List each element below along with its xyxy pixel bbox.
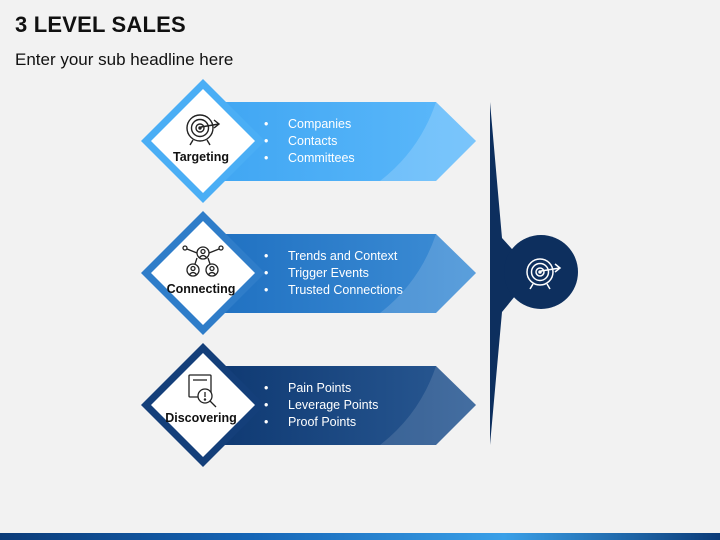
level-label-connecting: Connecting (166, 282, 236, 296)
footer-accent-bar (0, 533, 720, 540)
bullet-list-connecting: Trends and Context Trigger Events Truste… (264, 248, 403, 299)
hub-circle (504, 235, 578, 309)
level-label-targeting: Targeting (172, 150, 230, 164)
bullet-list-discovering: Pain Points Leverage Points Proof Points (264, 380, 378, 431)
slide-title: 3 LEVEL SALES (15, 12, 186, 37)
bullet-item: Trigger Events (264, 265, 403, 282)
bullet-list-targeting: Companies Contacts Committees (264, 116, 355, 167)
bullet-item: Committees (264, 150, 355, 167)
level-diamond-discovering (141, 343, 265, 467)
bullet-item: Trusted Connections (264, 282, 403, 299)
network-people-icon (182, 245, 224, 277)
bullet-item: Leverage Points (264, 397, 378, 414)
slide-subtitle: Enter your sub headline here (15, 50, 234, 69)
bullet-item: Companies (264, 116, 355, 133)
target-icon (186, 114, 221, 146)
hub-target-icon (526, 258, 562, 290)
bullet-item: Proof Points (264, 414, 378, 431)
bullet-item: Contacts (264, 133, 355, 150)
magnify-document-icon (188, 374, 217, 408)
level-label-discovering: Discovering (165, 411, 237, 425)
bullet-item: Trends and Context (264, 248, 403, 265)
level-diamond-connecting (141, 211, 265, 335)
bullet-item: Pain Points (264, 380, 378, 397)
